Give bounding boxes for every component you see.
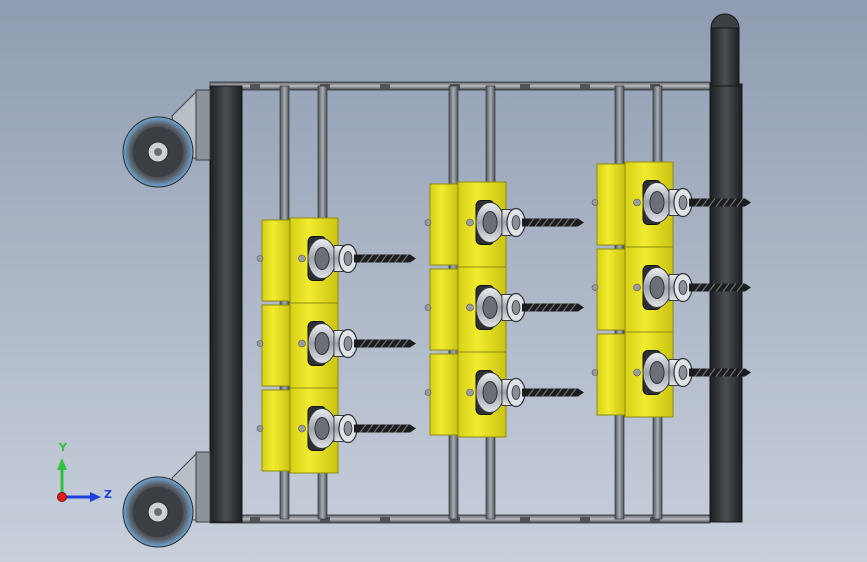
- tool-holder-icon: [256, 302, 416, 389]
- tool-holder-icon: [424, 181, 584, 268]
- drill-bit-icon: [522, 303, 584, 312]
- tool-holder-icon: [424, 266, 584, 353]
- drill-bit-icon: [689, 368, 751, 377]
- tool-group-3: [591, 161, 751, 418]
- drill-bit-icon: [522, 218, 584, 227]
- caster-wheel-icon: [122, 89, 211, 548]
- drill-bit-icon: [522, 388, 584, 397]
- tool-group-2: [424, 181, 584, 438]
- axis-triad: [57, 458, 101, 502]
- frame-right-post: [709, 13, 743, 523]
- frame-left-post: [209, 85, 243, 523]
- tool-holder-icon: [256, 387, 416, 474]
- triad-x-axis: [57, 492, 67, 502]
- tool-holder-icon: [424, 351, 584, 438]
- tool-holder-icon: [591, 161, 751, 248]
- tool-group-1: [256, 217, 416, 474]
- tool-holder-icon: [256, 217, 416, 304]
- triad-y-label: Y: [59, 441, 67, 454]
- drill-bit-icon: [354, 254, 416, 263]
- drill-bit-icon: [689, 283, 751, 292]
- drill-bit-icon: [354, 339, 416, 348]
- drill-bit-icon: [689, 198, 751, 207]
- tool-holder-icon: [591, 331, 751, 418]
- tool-holder-groups: [256, 161, 751, 474]
- drill-bit-icon: [354, 424, 416, 433]
- tool-holder-icon: [591, 246, 751, 333]
- triad-z-label: Z: [104, 488, 112, 501]
